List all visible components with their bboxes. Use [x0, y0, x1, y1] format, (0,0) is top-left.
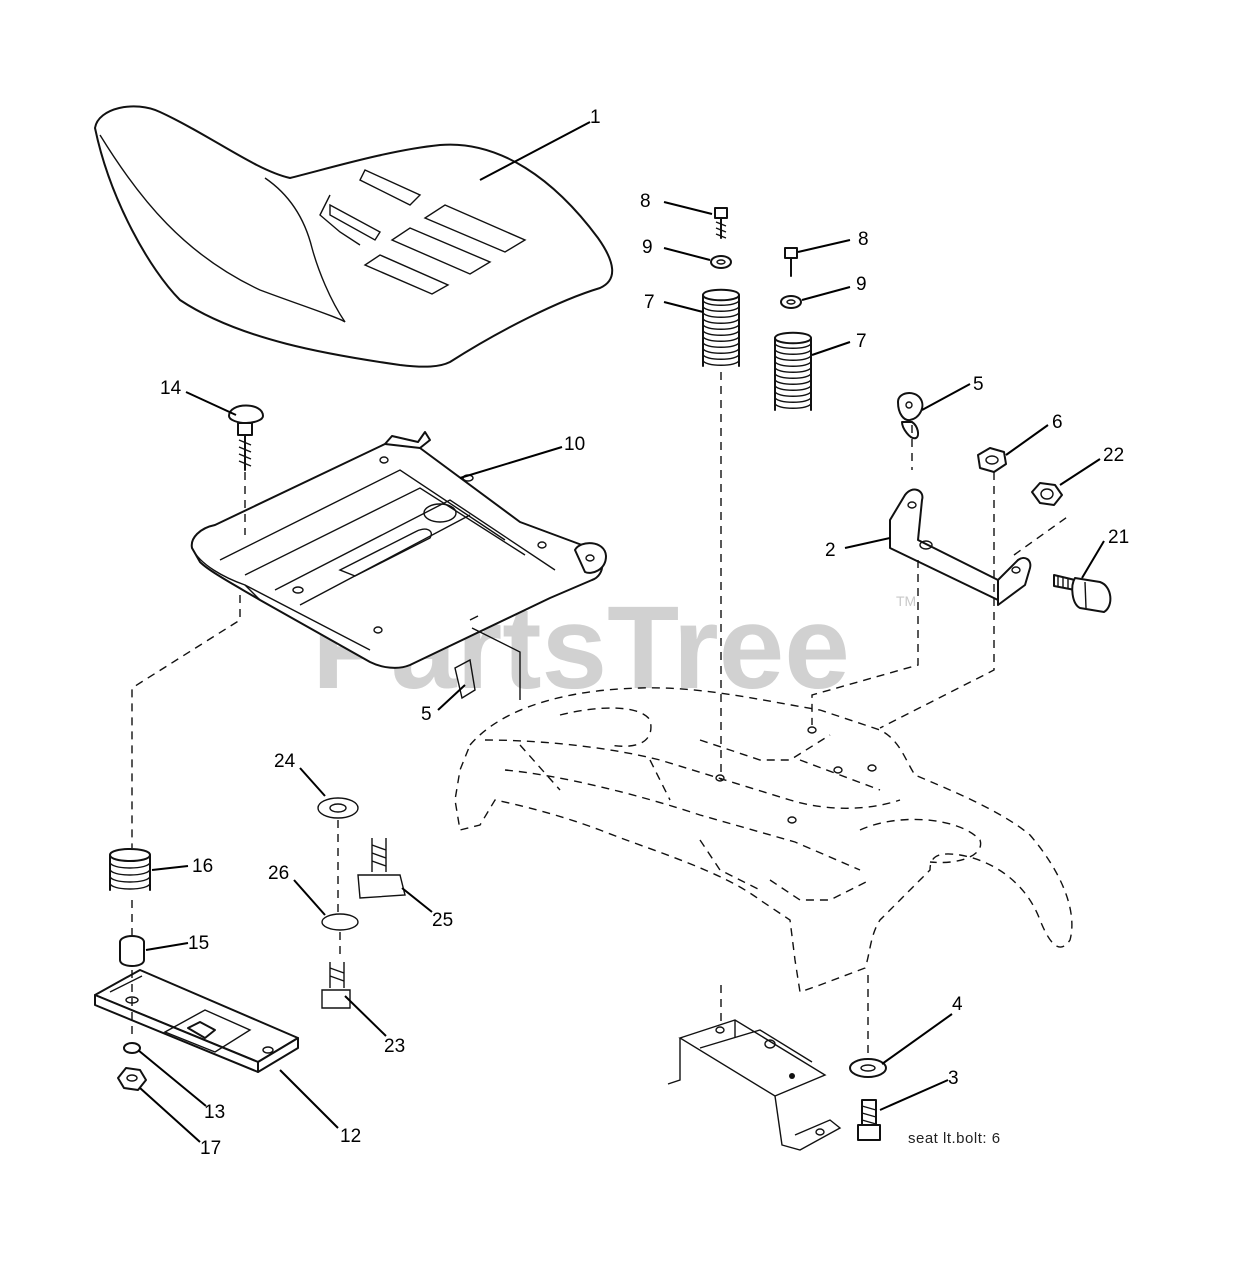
- washer-9-right[interactable]: [780, 295, 802, 309]
- clip-5-right[interactable]: [897, 392, 924, 440]
- bolt-3[interactable]: [857, 1099, 881, 1141]
- callout-1[interactable]: 1: [590, 107, 601, 128]
- callout-7-right[interactable]: 7: [856, 331, 867, 352]
- nut-6[interactable]: [977, 447, 1007, 473]
- bolt-8-right[interactable]: [784, 247, 798, 277]
- callout-26[interactable]: 26: [268, 863, 289, 884]
- callout-8-right[interactable]: 8: [858, 229, 869, 250]
- callout-3[interactable]: 3: [948, 1068, 959, 1089]
- bolt-8-left[interactable]: [714, 207, 728, 239]
- washer-4[interactable]: [849, 1058, 887, 1078]
- watermark-trademark: TM: [896, 593, 916, 609]
- callout-labels: 1 8 9 7 8 9 7 5 6 22 2 21 14 10 5 24 16 …: [160, 107, 1129, 1159]
- nut-17[interactable]: [117, 1067, 147, 1091]
- carriage-bolt-14[interactable]: [228, 404, 264, 471]
- seat-part[interactable]: [94, 105, 614, 368]
- bolt-25[interactable]: [357, 838, 406, 899]
- callout-9-right[interactable]: 9: [856, 274, 867, 295]
- callout-13[interactable]: 13: [204, 1102, 225, 1123]
- callout-8-left[interactable]: 8: [640, 191, 651, 212]
- diagram-caption: seat lt.bolt: 6: [908, 1130, 1001, 1147]
- callout-2[interactable]: 2: [825, 540, 836, 561]
- callout-25[interactable]: 25: [432, 910, 453, 931]
- callout-14[interactable]: 14: [160, 378, 182, 399]
- callout-9-left[interactable]: 9: [642, 237, 653, 258]
- callout-22[interactable]: 22: [1103, 445, 1124, 466]
- bolt-23[interactable]: [321, 962, 351, 1009]
- callout-6[interactable]: 6: [1052, 412, 1063, 433]
- seat-pan-10[interactable]: [190, 431, 607, 669]
- bushing-24[interactable]: [317, 797, 359, 819]
- washer-9-left[interactable]: [710, 255, 732, 269]
- callout-17[interactable]: 17: [200, 1138, 221, 1159]
- spring-16[interactable]: [109, 848, 151, 891]
- spring-7-left[interactable]: [702, 288, 740, 367]
- bracket-2[interactable]: [889, 488, 1032, 606]
- assembly-lines: [131, 372, 1071, 1055]
- clip-5-left[interactable]: [454, 615, 521, 700]
- lower-mount-bracket: [667, 1019, 842, 1151]
- callout-21[interactable]: 21: [1108, 527, 1129, 548]
- washer-13[interactable]: [123, 1042, 141, 1054]
- callout-7-left[interactable]: 7: [644, 292, 655, 313]
- callout-23[interactable]: 23: [384, 1036, 405, 1057]
- callout-5-right[interactable]: 5: [973, 374, 984, 395]
- callout-16[interactable]: 16: [192, 856, 213, 877]
- leader-lines: [137, 121, 1105, 1143]
- callout-12[interactable]: 12: [340, 1126, 361, 1147]
- callout-4[interactable]: 4: [952, 994, 963, 1015]
- nut-22[interactable]: [1031, 482, 1063, 506]
- callout-24[interactable]: 24: [274, 751, 296, 772]
- spring-7-right[interactable]: [774, 331, 812, 411]
- spacer-26[interactable]: [321, 913, 359, 931]
- spacer-15[interactable]: [119, 935, 145, 967]
- callout-10[interactable]: 10: [564, 434, 585, 455]
- bolt-21[interactable]: [1053, 574, 1112, 613]
- callout-5-left[interactable]: 5: [421, 704, 432, 725]
- callout-15[interactable]: 15: [188, 933, 209, 954]
- plate-12[interactable]: [94, 969, 299, 1073]
- tractor-frame: [454, 687, 1073, 993]
